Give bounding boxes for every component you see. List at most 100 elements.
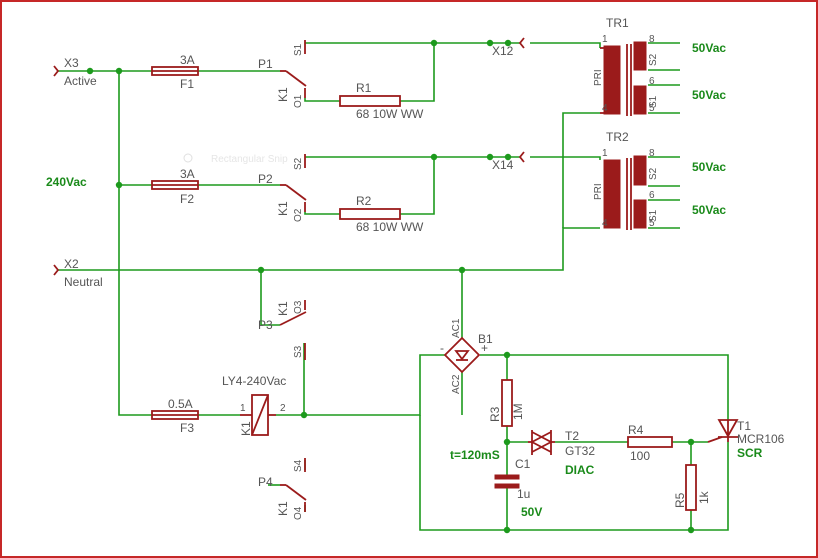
transformer-tr2: [603, 155, 647, 230]
r5-label: R5: [673, 492, 687, 508]
f3-label: F3: [180, 421, 194, 435]
connector-x2: [53, 264, 60, 276]
tr2-pri-label: PRI: [593, 183, 604, 200]
ac1-label: AC1: [451, 318, 462, 338]
tr2-pin6: 6: [649, 190, 655, 201]
tr2-pin8: 8: [649, 148, 655, 159]
switch-p4: [280, 458, 307, 512]
tr1-pri-label: PRI: [593, 69, 604, 86]
p1-label: P1: [258, 57, 273, 71]
tr1-label: TR1: [606, 16, 629, 30]
connector-x14: [518, 151, 525, 163]
tr2-pin5: 5: [649, 218, 655, 229]
snip-watermark: Rectangular Snip: [183, 153, 288, 165]
c1-value: 1u: [517, 487, 530, 501]
r3-value: 1M: [511, 403, 525, 420]
c1-label: C1: [515, 457, 531, 471]
o1-label: O1: [293, 94, 304, 108]
s3-label: S3: [293, 345, 304, 358]
b1-label: B1: [478, 332, 493, 346]
diac-label: DIAC: [565, 463, 595, 477]
t1-label: T1: [737, 419, 751, 433]
f1-label: F1: [180, 77, 194, 91]
output-4-label: 50Vac: [692, 203, 726, 217]
supply-voltage-label: 240Vac: [46, 175, 87, 189]
scr-t1: [707, 419, 739, 443]
tr2-s1-label: S1: [648, 209, 659, 222]
r2-value: 68 10W WW: [356, 220, 424, 234]
s4-label: S4: [293, 459, 304, 472]
r3-label: R3: [488, 406, 502, 422]
neutral-label: Neutral: [64, 275, 103, 289]
o4-label: O4: [293, 506, 304, 520]
bridge-rectifier-b1: [443, 336, 481, 374]
fuse-f1: [151, 66, 199, 76]
resistor-r5: [685, 464, 697, 511]
x2-label: X2: [64, 257, 79, 271]
resistor-r2: [339, 208, 401, 220]
r1-value: 68 10W WW: [356, 107, 424, 121]
k1-label-p3: K1: [276, 301, 290, 316]
switch-p2: [280, 154, 307, 212]
x3-label: X3: [64, 56, 79, 70]
timing-label: t=120mS: [450, 448, 500, 462]
capacitor-c1: [494, 474, 520, 489]
output-3-label: 50Vac: [692, 160, 726, 174]
bridge-plus-label: +: [481, 341, 488, 355]
resistor-r1: [339, 95, 401, 107]
resistor-r4: [627, 436, 673, 448]
tr1-pin8: 8: [649, 34, 655, 45]
relay-coil-k1: [240, 394, 276, 436]
f2-label: F2: [180, 192, 194, 206]
f2-rating: 3A: [180, 167, 195, 181]
tr2-s2-label: S2: [648, 167, 659, 180]
t1-value: MCR106: [737, 432, 785, 446]
resistor-r3: [501, 379, 513, 427]
r1-label: R1: [356, 81, 372, 95]
fuse-f3: [151, 410, 199, 420]
tr2-pin4: 4: [602, 218, 608, 229]
o3-label: O3: [293, 300, 304, 314]
wires: [58, 42, 729, 531]
f3-rating: 0.5A: [168, 397, 193, 411]
transformer-tr1: [600, 41, 647, 116]
c1-voltage: 50V: [521, 505, 542, 519]
ac2-label: AC2: [451, 374, 462, 394]
connector-x3: [53, 65, 60, 77]
tr1-s1-label: S1: [648, 95, 659, 108]
tr1-pin6: 6: [649, 76, 655, 87]
relay-pin2-label: 2: [280, 403, 286, 414]
fuse-f2: [151, 180, 199, 190]
diac-t2: [528, 430, 555, 455]
o2-label: O2: [293, 208, 304, 222]
labels: X3 Active X2 Neutral 240Vac 3A F1 3A F2 …: [46, 16, 785, 520]
k1-label-p2: K1: [276, 201, 290, 216]
tr1-pin5: 5: [649, 103, 655, 114]
tr1-pin4: 4: [602, 103, 608, 114]
watermark-text: Rectangular Snip: [211, 154, 288, 165]
r2-label: R2: [356, 194, 372, 208]
tr2-pin1: 1: [602, 148, 608, 159]
scr-label: SCR: [737, 446, 763, 460]
p2-label: P2: [258, 172, 273, 186]
tr2-label: TR2: [606, 130, 629, 144]
active-label: Active: [64, 74, 97, 88]
s1-label: S1: [293, 43, 304, 56]
k1-label-p1: K1: [276, 87, 290, 102]
f1-rating: 3A: [180, 53, 195, 67]
p4-label: P4: [258, 475, 273, 489]
p3-label: P3: [258, 318, 273, 332]
k1-label-coil: K1: [239, 421, 253, 436]
r4-label: R4: [628, 423, 644, 437]
junctions: [86, 39, 695, 534]
switch-p3: [279, 300, 307, 360]
t2-value: GT32: [565, 444, 595, 458]
r5-value: 1k: [697, 490, 711, 504]
t2-label: T2: [565, 429, 579, 443]
switch-p1: [280, 40, 307, 98]
output-2-label: 50Vac: [692, 88, 726, 102]
tr1-s2-label: S2: [648, 53, 659, 66]
x14-label: X14: [492, 158, 514, 172]
